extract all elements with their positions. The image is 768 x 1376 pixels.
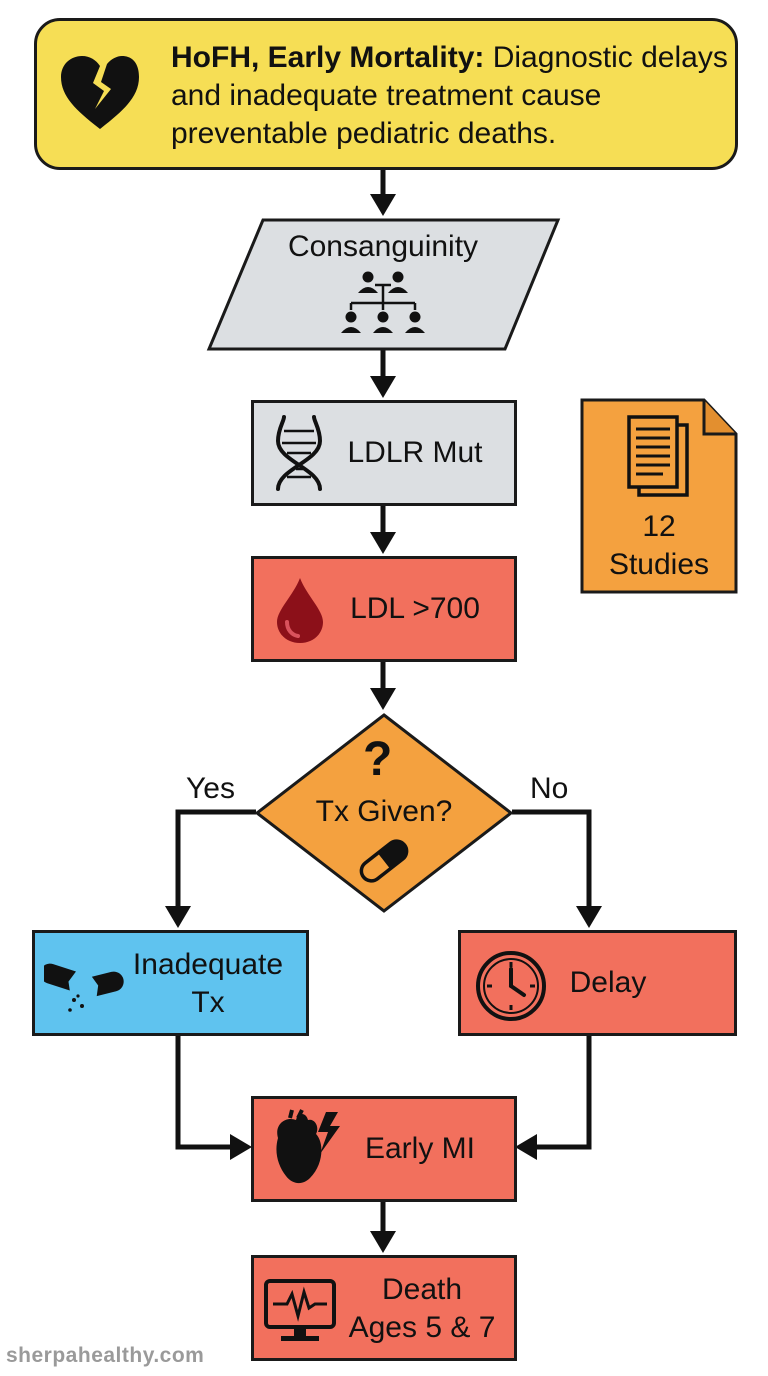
watermark: sherpahealthy.com (6, 1344, 205, 1367)
inadequate-tx-label-line2: Tx (191, 986, 225, 1019)
question-mark-icon: ? (363, 733, 393, 786)
death-label-line1: Death (381, 1273, 463, 1306)
heart-attack-icon (270, 1108, 344, 1193)
edge-delay-to-mi (535, 1035, 592, 1150)
blood-drop-icon (273, 576, 327, 651)
family-tree-icon (339, 270, 427, 345)
inadequate-tx-node (32, 930, 309, 1036)
studies-count: 12 (642, 510, 676, 543)
ldl-label: LDL >700 (350, 592, 480, 625)
arrowhead (165, 906, 191, 928)
banner-message: HoFH, Early Mortality: Diagnostic delays… (171, 39, 731, 153)
branch-label-yes: Yes (186, 772, 235, 805)
banner-title: HoFH, Early Mortality: (171, 41, 485, 74)
arrowhead (370, 1231, 396, 1253)
early-mi-label: Early MI (364, 1132, 475, 1165)
decision-label: Tx Given? (315, 795, 453, 828)
arrowhead (370, 688, 396, 710)
arrowhead (370, 194, 396, 216)
arrowhead (370, 376, 396, 398)
arrowhead (576, 906, 602, 928)
ldlr-mut-label: LDLR Mut (347, 436, 483, 469)
branch-label-no: No (530, 772, 569, 805)
delay-label: Delay (569, 966, 647, 999)
edge-decision-yes (175, 809, 256, 908)
pill-icon (356, 836, 412, 891)
studies-label: Studies (608, 548, 710, 581)
consanguinity-label: Consanguinity (287, 230, 479, 263)
edge-inadequate-to-mi (175, 1035, 232, 1150)
broken-heart-icon (57, 53, 143, 138)
ldlr-mut-node (251, 400, 517, 506)
arrowhead (230, 1134, 252, 1160)
edge-decision-no (512, 809, 592, 908)
dna-icon (270, 413, 328, 498)
banner-description: Diagnostic delays and inadequate treatme… (171, 41, 728, 150)
inadequate-tx-label-line1: Inadequate (132, 948, 284, 981)
decision-node (254, 713, 514, 913)
clock-icon (474, 949, 548, 1028)
broken-pill-icon (40, 958, 126, 1019)
arrowhead (515, 1134, 537, 1160)
monitor-ecg-icon (263, 1278, 337, 1349)
death-label-line2: Ages 5 & 7 (348, 1311, 496, 1344)
header-banner: HoFH, Early Mortality: Diagnostic delays… (34, 18, 738, 170)
document-icon (625, 415, 691, 504)
arrowhead (370, 532, 396, 554)
